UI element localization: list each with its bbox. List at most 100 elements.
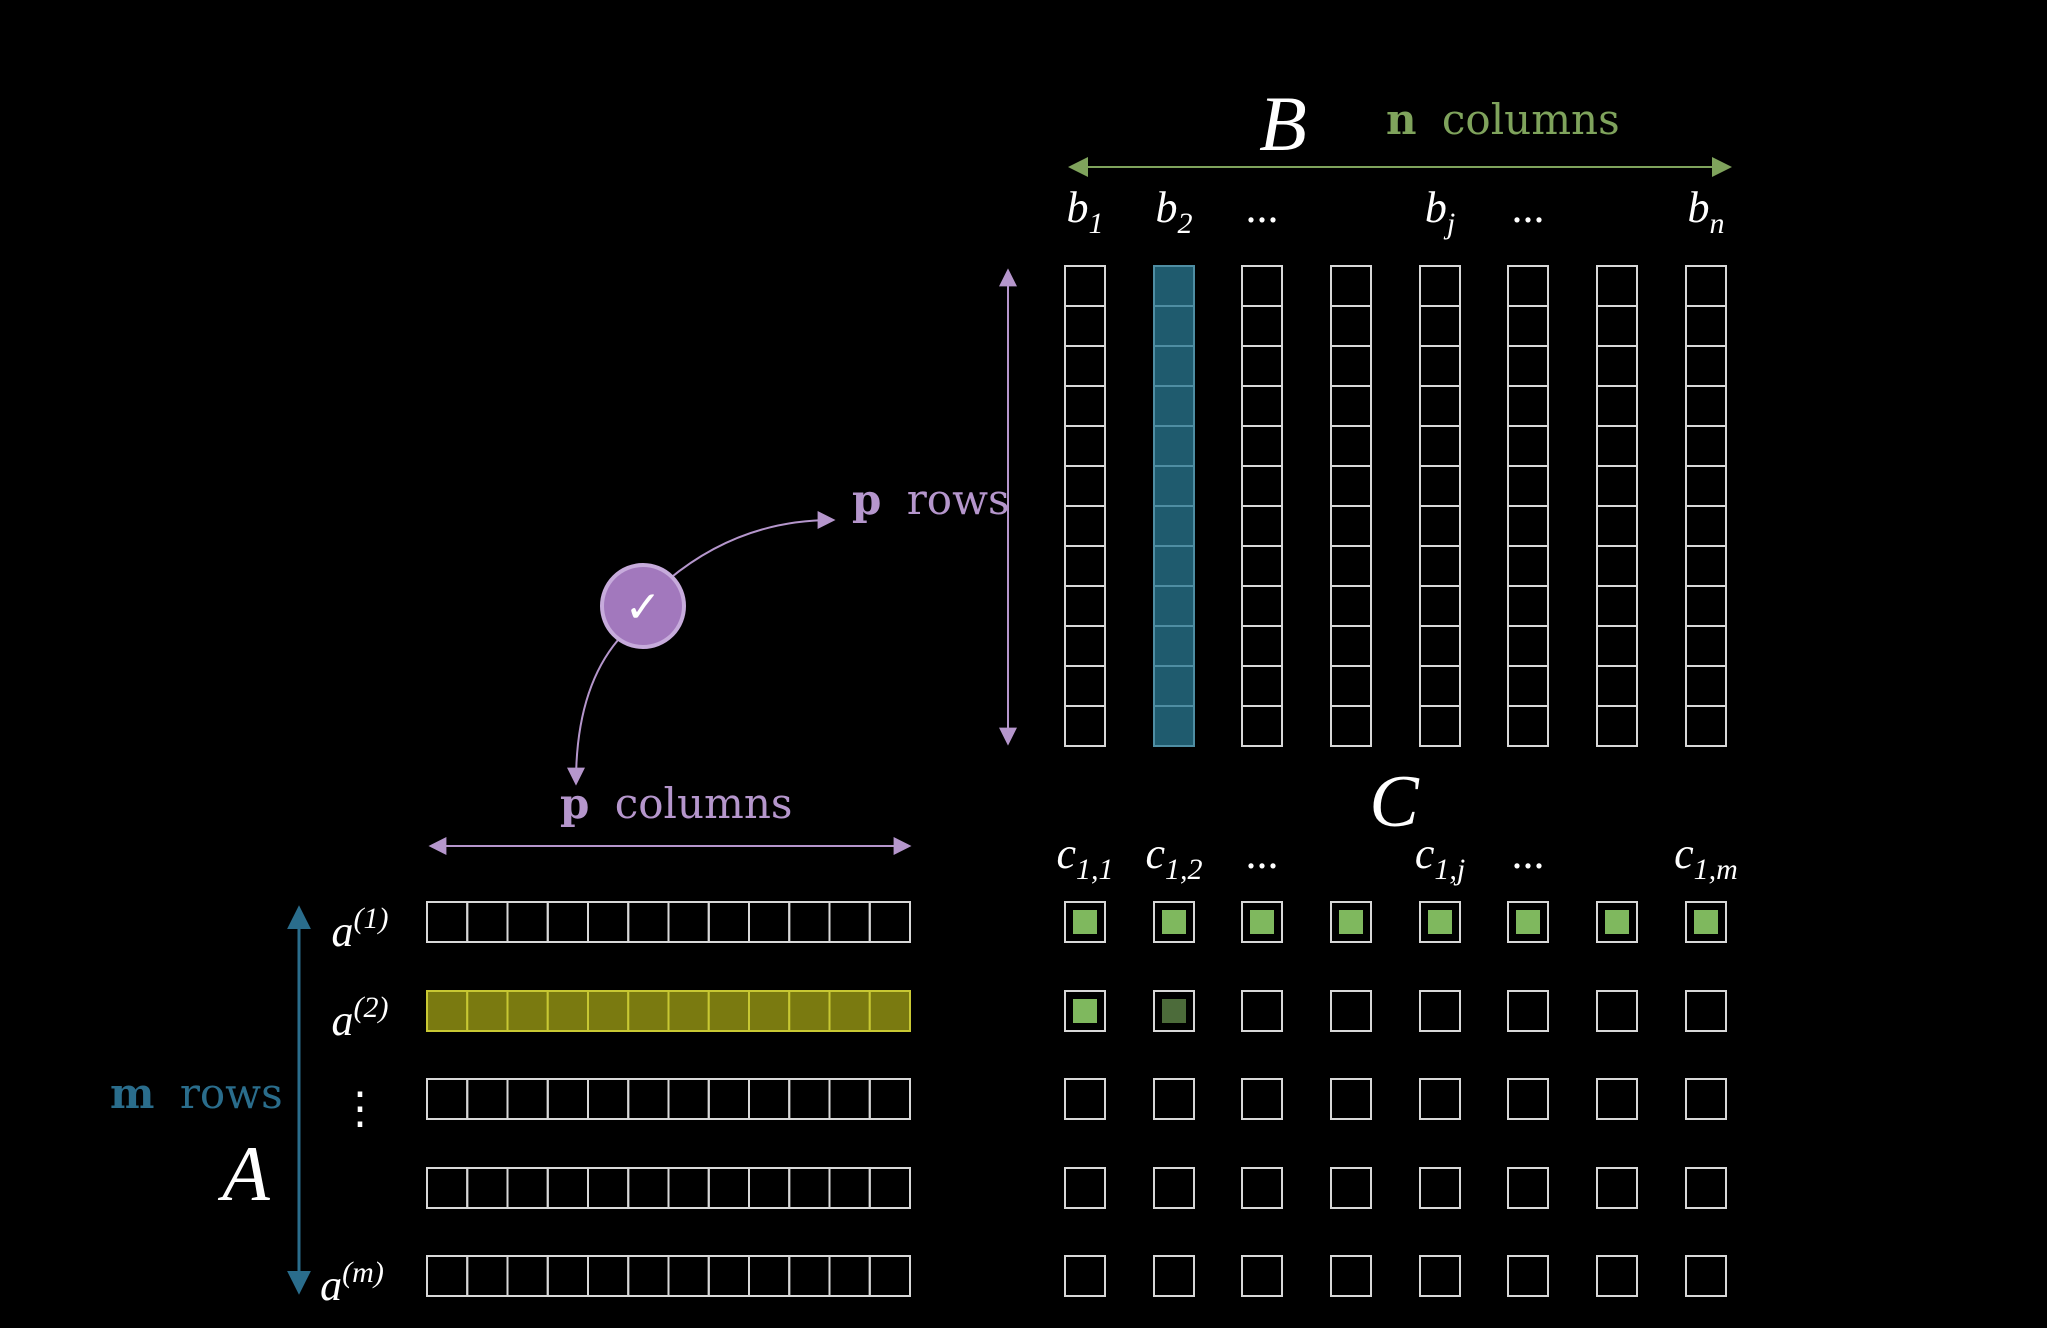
matrix-a-cell [707, 1078, 750, 1120]
matrix-b-cell [1330, 585, 1372, 627]
matrix-b-cell [1153, 705, 1195, 747]
matrix-a-cell [466, 1255, 509, 1297]
matrix-a-cell [707, 1255, 750, 1297]
matrix-a-columns-bold: p [560, 779, 589, 828]
matrix-c-column-label-7: c1,m [1674, 829, 1738, 886]
matrix-b-column-label-4: bj [1425, 183, 1455, 240]
matrix-b-cell [1596, 425, 1638, 467]
matrix-b-rows-label: p rows [852, 475, 1010, 524]
matrix-b-cell [1330, 345, 1372, 387]
matrix-a-cell [506, 901, 549, 943]
matrix-c-cell [1507, 1167, 1549, 1209]
matrix-c-cell [1064, 901, 1106, 943]
matrix-c-column-label-0: c1,1 [1056, 829, 1113, 886]
matrix-c-cell-fill [1339, 910, 1363, 934]
matrix-a-cell [627, 1078, 670, 1120]
matrix-c-cell [1064, 1167, 1106, 1209]
matrix-c-cell [1596, 990, 1638, 1032]
matrix-b-column-label-index: n [1710, 207, 1725, 240]
matrix-c-cell-fill [1694, 910, 1718, 934]
curve-arrow-to-p-rows [667, 511, 836, 581]
matrix-a-cell [828, 901, 871, 943]
matrix-b-cell [1596, 385, 1638, 427]
matrix-c-cell [1507, 990, 1549, 1032]
matrix-a-cell [546, 1078, 589, 1120]
matrix-b-column-label-index: 2 [1178, 207, 1193, 240]
matrix-b-cell [1153, 385, 1195, 427]
matrix-a-rows-label: m rows [110, 1069, 283, 1118]
matrix-b-cell [1507, 305, 1549, 347]
matrix-c-name: C [1369, 761, 1420, 843]
matrix-b-columns-bold: n [1386, 95, 1417, 144]
matrix-a-row-label-index: (m) [342, 1256, 384, 1289]
matrix-b-cell [1419, 585, 1461, 627]
matrix-c-cell [1241, 1255, 1283, 1297]
matrix-b-cell [1064, 625, 1106, 667]
matrix-b-cell [1685, 385, 1727, 427]
matrix-a-row-label-4: a(m) [320, 1256, 384, 1310]
matrix-a-cell [627, 1167, 670, 1209]
matrix-c-cell [1685, 990, 1727, 1032]
matrix-c-column-dots-2: ... [1246, 829, 1279, 878]
matrix-b-cell [1419, 425, 1461, 467]
matrix-c-cell-fill [1516, 910, 1540, 934]
matrix-b-rows-bold: p [852, 475, 881, 524]
matrix-a-grid [426, 901, 911, 1297]
matrix-b-cell [1064, 505, 1106, 547]
matrix-b-cell [1685, 585, 1727, 627]
matrix-b-rows-text: rows [907, 475, 1010, 524]
matrix-b-cell [1064, 265, 1106, 307]
matrix-b-column-label-1: b2 [1156, 183, 1193, 240]
matrix-c-cell [1419, 901, 1461, 943]
matrix-b-column-label-7: bn [1688, 183, 1725, 240]
matrix-b-cell [1507, 585, 1549, 627]
matrix-a-cell [506, 1078, 549, 1120]
matrix-b-cell [1064, 305, 1106, 347]
matrix-b-cell [1507, 545, 1549, 587]
matrix-a-cell [506, 1167, 549, 1209]
matrix-b-cell [1596, 585, 1638, 627]
matrix-c-cell [1685, 1078, 1727, 1120]
matrix-c-cell [1153, 1255, 1195, 1297]
matrix-a-cell [627, 1255, 670, 1297]
matrix-a-cell [587, 1078, 630, 1120]
matrix-b-cell [1596, 665, 1638, 707]
matrix-a-cell [868, 901, 911, 943]
matrix-c-cell [1064, 1255, 1106, 1297]
matrix-b-cell [1330, 665, 1372, 707]
matrix-c-cell [1241, 990, 1283, 1032]
matrix-c-cell [1419, 1167, 1461, 1209]
matrix-c-cell [1596, 1255, 1638, 1297]
matrix-b-cell [1596, 625, 1638, 667]
matrix-b-cell [1330, 545, 1372, 587]
matrix-a-cell [828, 1167, 871, 1209]
matrix-b-cell [1596, 305, 1638, 347]
matrix-b-cell [1153, 585, 1195, 627]
matrix-a-cell [627, 990, 670, 1032]
matrix-c-cell-fill [1250, 910, 1274, 934]
matrix-a-cell [868, 990, 911, 1032]
matrix-b-cell [1064, 385, 1106, 427]
matrix-b-cell [1241, 625, 1283, 667]
matrix-b-cell [1153, 425, 1195, 467]
matrix-c-cell [1330, 1167, 1372, 1209]
matrix-a-cell [667, 1078, 710, 1120]
matrix-c-column-label-index: 1,m [1694, 853, 1738, 886]
matrix-c-cell [1241, 1167, 1283, 1209]
matrix-c-cell [1507, 1078, 1549, 1120]
matrix-c-cell-fill [1073, 910, 1097, 934]
matrix-b-column-label-index: 1 [1089, 207, 1104, 240]
matrix-a-cell [426, 990, 469, 1032]
matrix-b-cell [1419, 705, 1461, 747]
matrix-b-cell [1507, 625, 1549, 667]
matrix-b-cell [1419, 465, 1461, 507]
matrix-b-cell [1153, 345, 1195, 387]
matrix-b-cell [1507, 465, 1549, 507]
matrix-c-cell [1596, 1078, 1638, 1120]
matrix-a-cell [667, 1167, 710, 1209]
matrix-c-cell [1330, 1255, 1372, 1297]
matrix-c-cell [1596, 1167, 1638, 1209]
matrix-a-cell [868, 1255, 911, 1297]
